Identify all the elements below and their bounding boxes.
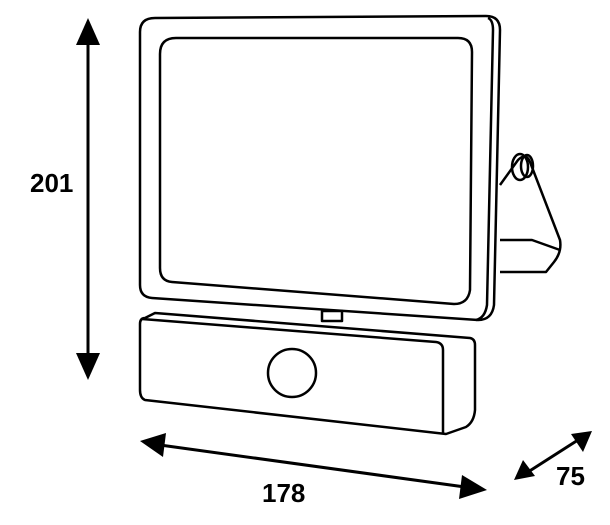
depth-arrow-lower (514, 460, 535, 480)
depth-dimension-label: 75 (556, 461, 585, 491)
lamp-panel (158, 36, 474, 306)
mounting-bracket (498, 155, 562, 274)
pir-sensor-box (138, 311, 477, 436)
bracket-knob (510, 152, 530, 182)
lamp-frame (138, 14, 502, 322)
sensor-connector (320, 309, 344, 323)
width-dimension-label: 178 (262, 478, 306, 508)
height-arrow-top (76, 18, 100, 45)
width-arrow-right (459, 475, 487, 499)
pir-sensor-lens (266, 347, 318, 399)
height-dimension-label: 201 (30, 168, 74, 198)
width-arrow-left (140, 433, 166, 457)
depth-arrow-upper (571, 431, 592, 452)
height-arrow-bottom (76, 353, 100, 380)
